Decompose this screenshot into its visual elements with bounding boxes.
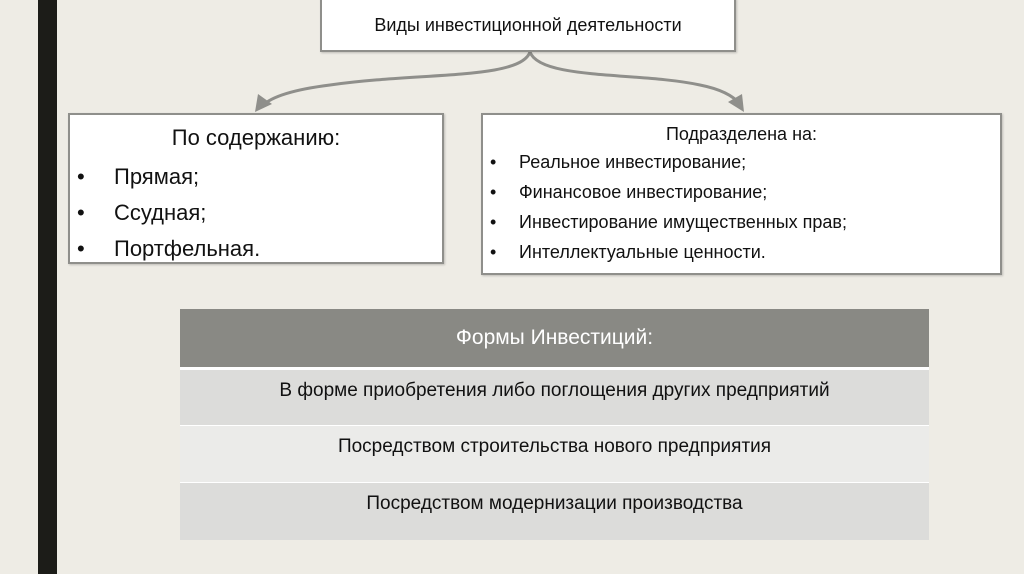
table-header: Формы Инвестиций:: [180, 309, 929, 370]
item-text: Прямая;: [114, 164, 200, 189]
item-text: Ссудная;: [114, 200, 207, 225]
root-title: Виды инвестиционной деятельности: [374, 14, 682, 35]
list-item: • Прямая;: [70, 159, 442, 195]
list-item: • Инвестирование имущественных прав;: [483, 207, 1000, 237]
table-cell: Посредством строительства нового предпри…: [180, 425, 929, 483]
table-cell: Посредством модернизации производства: [180, 482, 929, 540]
arrow-right: [528, 51, 742, 105]
subdivision-title: Подразделена на:: [665, 124, 818, 144]
bullet-icon: •: [490, 212, 497, 232]
item-text: Инвестирование имущественных прав;: [519, 212, 847, 232]
bullet-icon: •: [490, 182, 497, 202]
table-cell: В форме приобретения либо поглощения дру…: [180, 368, 929, 426]
bullet-icon: •: [77, 236, 85, 261]
root-box: Виды инвестиционной деятельности: [320, 0, 736, 52]
content-types-box: По содержанию: • Прямая; • Ссудная; • Портф…: [68, 113, 444, 264]
investment-forms-table: Формы Инвестиций: В форме приобретения л…: [180, 309, 929, 540]
list-item: • Реальное инвестирование;: [483, 147, 1000, 177]
subdivision-box: Подразделена на: • Реальное инвестировани…: [481, 113, 1002, 275]
arrowhead-right: [728, 94, 744, 112]
side-accent-bar: [38, 0, 57, 574]
list-item: • Портфельная.: [70, 231, 442, 267]
item-text: Финансовое инвестирование;: [519, 182, 768, 202]
arrow-left: [260, 51, 532, 108]
table-row: В форме приобретения либо поглощения дру…: [180, 368, 929, 426]
bullet-icon: •: [490, 152, 497, 172]
item-text: Портфельная.: [114, 236, 261, 261]
list-item: • Финансовое инвестирование;: [483, 177, 1000, 207]
bullet-icon: •: [77, 164, 85, 189]
content-types-title: По содержанию:: [171, 125, 341, 150]
table-row: Посредством модернизации производства: [180, 482, 929, 540]
list-item: • Ссудная;: [70, 195, 442, 231]
item-text: Реальное инвестирование;: [519, 152, 747, 172]
bullet-icon: •: [77, 200, 85, 225]
table-row: Посредством строительства нового предпри…: [180, 425, 929, 483]
list-item: • Интеллектуальные ценности.: [483, 237, 1000, 267]
arrowhead-left: [255, 94, 272, 112]
item-text: Интеллектуальные ценности.: [519, 242, 766, 262]
bullet-icon: •: [490, 242, 497, 262]
